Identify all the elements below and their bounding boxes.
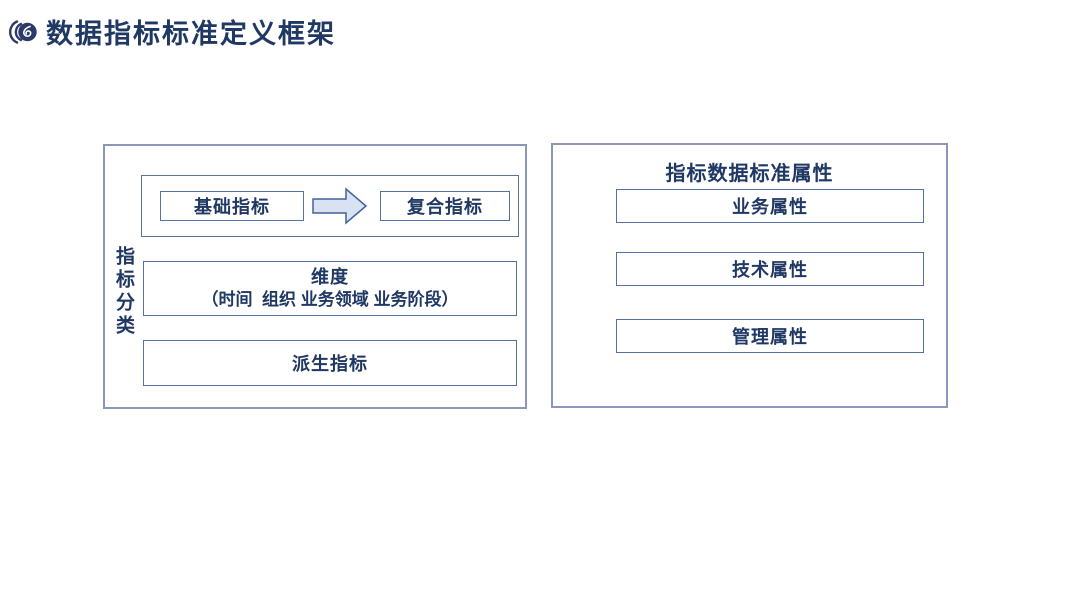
standard-attributes-title: 指标数据标准属性 [665,163,834,185]
indicator-classification-panel: 指标分类 基础指标 复合指标 维度 （时间 组织 业务领域 业务阶段） 派生指标 [103,144,527,409]
standard-attributes-panel: 指标数据标准属性 业务属性 技术属性 管理属性 [551,143,948,408]
management-attribute-box: 管理属性 [616,319,924,353]
right-block-arrow-icon [312,187,368,225]
indicator-flow-group: 基础指标 复合指标 [141,175,519,237]
dimension-box: 维度 （时间 组织 业务领域 业务阶段） [143,261,517,316]
indicator-classification-label: 指标分类 [113,246,134,338]
composite-indicator-box: 复合指标 [380,191,510,221]
header: 数据指标标准定义框架 [8,12,336,51]
page-title: 数据指标标准定义框架 [46,19,336,49]
swirl-logo-icon [8,19,37,44]
dimension-title: 维度 [311,266,349,287]
derived-indicator-box: 派生指标 [143,340,517,386]
business-attribute-box: 业务属性 [616,189,924,223]
technical-attribute-box: 技术属性 [616,252,924,286]
dimension-detail: （时间 组织 业务领域 业务阶段） [201,290,459,310]
base-indicator-box: 基础指标 [160,191,304,221]
